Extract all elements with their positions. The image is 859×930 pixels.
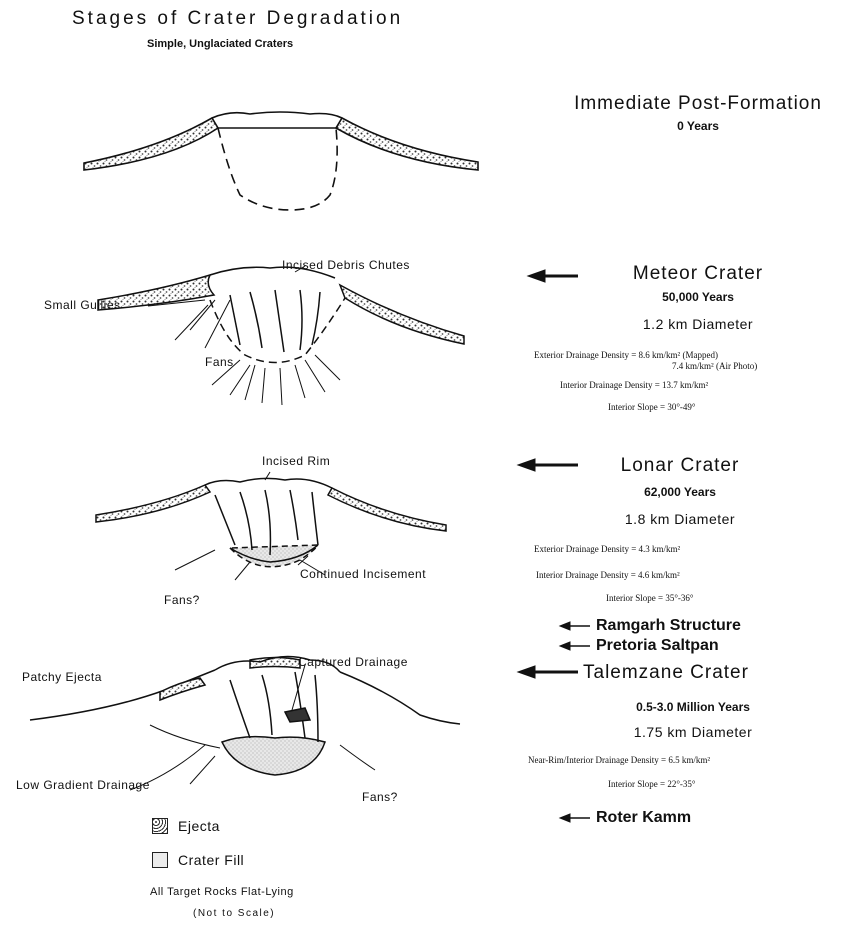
leader-low-gradient: [190, 756, 215, 784]
stage-1-measurement: 7.4 km/km² (Air Photo): [672, 361, 757, 371]
rim-top: [205, 478, 332, 488]
stage-3-measurement: Near-Rim/Interior Drainage Density = 6.5…: [528, 755, 710, 765]
label-fans-q-2: Fans?: [362, 790, 398, 804]
crater-fill: [222, 737, 325, 775]
legend-note: All Target Rocks Flat-Lying: [150, 886, 294, 898]
ground-right: [340, 672, 460, 724]
legend-crater-fill-swatch: [152, 852, 168, 868]
label-incised-rim: Incised Rim: [262, 454, 330, 468]
stage-3-age: 0.5-3.0 Million Years: [636, 700, 750, 714]
legend-crater-fill-label: Crater Fill: [178, 852, 244, 868]
label-small-gullies: Small Gullies: [44, 298, 121, 312]
ejecta-right: [328, 488, 446, 531]
label-incised-debris-chutes: Incised Debris Chutes: [282, 258, 410, 272]
stage-3-name: Talemzane Crater: [583, 662, 749, 684]
stage-0-name: Immediate Post-Formation: [574, 93, 822, 115]
label-continued-incisement: Continued Incisement: [300, 567, 426, 581]
rim-top: [212, 112, 342, 118]
stage-2-diameter: 1.8 km Diameter: [625, 511, 735, 527]
ejecta-patchy: [160, 678, 205, 700]
stage-2-measurement: Interior Drainage Density = 4.6 km/km²: [536, 570, 680, 580]
stage-0-age: 0 Years: [677, 119, 719, 133]
label-patchy-ejecta: Patchy Ejecta: [22, 670, 102, 684]
crater-stage-1: [84, 112, 478, 210]
label-fans-q: Fans?: [164, 593, 200, 607]
structure-pretoria: Pretoria Saltpan: [596, 637, 719, 655]
stage-1-measurement: Interior Drainage Density = 13.7 km/km²: [560, 380, 708, 390]
structure-ramgarh: Ramgarh Structure: [596, 617, 741, 635]
stage-1-name: Meteor Crater: [633, 263, 763, 285]
stage-2-measurement: Interior Slope = 35°-36°: [606, 593, 694, 603]
legend-scale-note: (Not to Scale): [193, 908, 275, 919]
crater-stage-2: [98, 267, 464, 405]
stage-2-name: Lonar Crater: [621, 455, 740, 477]
stage-1-diameter: 1.2 km Diameter: [643, 316, 753, 332]
label-fans: Fans: [205, 355, 234, 369]
legend-ejecta-swatch: [152, 818, 168, 834]
leader-captured-drainage: [292, 665, 305, 710]
crater-fill: [230, 545, 318, 567]
stage-2-age: 62,000 Years: [644, 485, 716, 499]
crater-stage-3: [96, 478, 446, 580]
stage-3-diameter: 1.75 km Diameter: [634, 724, 752, 740]
ejecta-left: [84, 118, 218, 170]
stage-1-measurement: Exterior Drainage Density = 8.6 km/km² (…: [534, 350, 718, 360]
label-captured-drainage: Captured Drainage: [298, 655, 408, 669]
stage-1-age: 50,000 Years: [662, 290, 734, 304]
ejecta-right: [336, 118, 478, 170]
legend-ejecta-label: Ejecta: [178, 818, 220, 834]
ejecta-left: [96, 485, 210, 522]
stage-3-measurement: Interior Slope = 22°-35°: [608, 779, 696, 789]
stage-1-measurement: Interior Slope = 30°-49°: [608, 402, 696, 412]
stage-2-measurement: Exterior Drainage Density = 4.3 km/km²: [534, 544, 680, 554]
label-low-gradient-drainage: Low Gradient Drainage: [16, 778, 150, 792]
ejecta-patchy-2: [250, 658, 300, 669]
structure-roter-kamm: Roter Kamm: [596, 809, 691, 827]
ejecta-right: [340, 285, 464, 344]
crater-profile: [218, 128, 337, 210]
